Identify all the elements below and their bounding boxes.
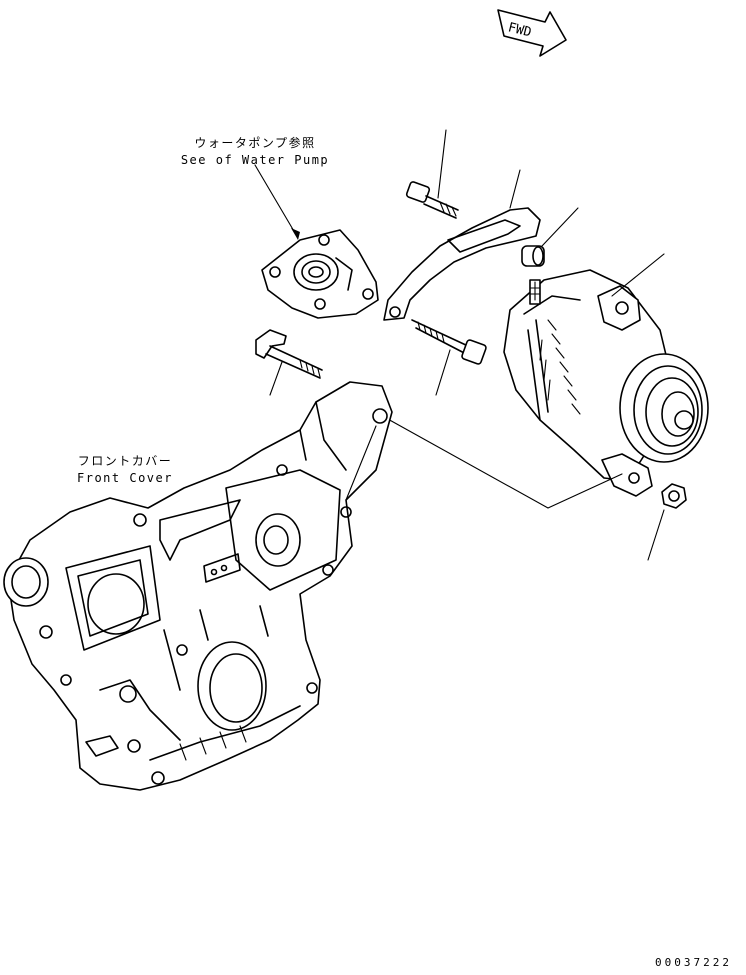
alternator-part xyxy=(503,253,709,497)
front-cover-label-jp: フロントカバー xyxy=(77,454,173,468)
front-cover-label: フロントカバー Front Cover xyxy=(60,452,190,485)
water-pump-label-jp: ウォータポンプ参照 xyxy=(194,136,316,150)
adjust-bracket-part xyxy=(383,169,541,321)
fwd-arrow: FWD xyxy=(497,9,567,57)
drawing-code: 00037222 xyxy=(655,956,732,969)
water-pump-leader xyxy=(254,164,300,240)
water-pump-label: ウォータポンプ参照 See of Water Pump xyxy=(170,134,340,167)
upper-bolt-part xyxy=(405,129,459,219)
assembly-line xyxy=(385,417,623,509)
fwd-arrow-label: FWD xyxy=(506,20,533,40)
nut-part xyxy=(647,483,687,561)
spacer-collar-part xyxy=(521,207,579,267)
mounting-bolt-part xyxy=(411,319,487,396)
cover-bolt-part xyxy=(255,329,323,396)
water-pump-part xyxy=(261,229,379,319)
front-cover-label-en: Front Cover xyxy=(77,471,173,485)
front-cover-part xyxy=(3,381,393,791)
water-pump-label-en: See of Water Pump xyxy=(180,153,330,167)
